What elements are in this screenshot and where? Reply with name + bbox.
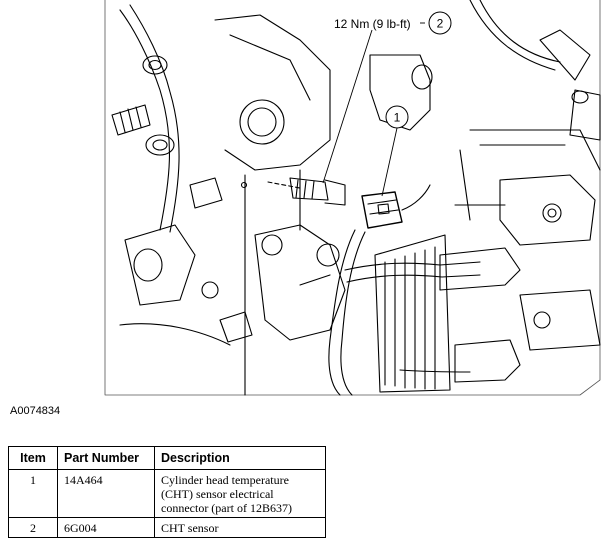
table-row: 2 6G004 CHT sensor	[8, 517, 326, 538]
cell-item: 2	[8, 517, 58, 538]
header-description: Description	[154, 446, 326, 470]
callout-item-2-number: 2	[437, 17, 444, 31]
cell-part-number: 6G004	[57, 517, 155, 538]
engine-line-drawing: 12 Nm (9 lb-ft) 2 1	[104, 0, 601, 396]
figure-id-label: A0074834	[10, 405, 61, 417]
leader-line-torque	[322, 29, 373, 184]
header-item: Item	[8, 446, 58, 470]
engine-illustration: 12 Nm (9 lb-ft) 2 1	[104, 0, 601, 396]
table-header-row: Item Part Number Description	[8, 446, 326, 470]
cell-description: CHT sensor	[154, 517, 326, 538]
callout-item-1-number: 1	[394, 111, 401, 125]
callout-item-1: 1	[385, 105, 409, 129]
cell-part-number: 14A464	[57, 469, 155, 518]
table-row: 1 14A464 Cylinder head temperature (CHT)…	[8, 469, 326, 518]
cell-item: 1	[8, 469, 58, 518]
callout-item-2: 2	[428, 11, 452, 35]
torque-spec-label: 12 Nm (9 lb-ft)	[334, 17, 411, 31]
leader-line-item-1	[381, 127, 398, 197]
cell-description: Cylinder head temperature (CHT) sensor e…	[154, 469, 326, 518]
parts-table: Item Part Number Description 1 14A464 Cy…	[8, 446, 326, 538]
header-part-number: Part Number	[57, 446, 155, 470]
